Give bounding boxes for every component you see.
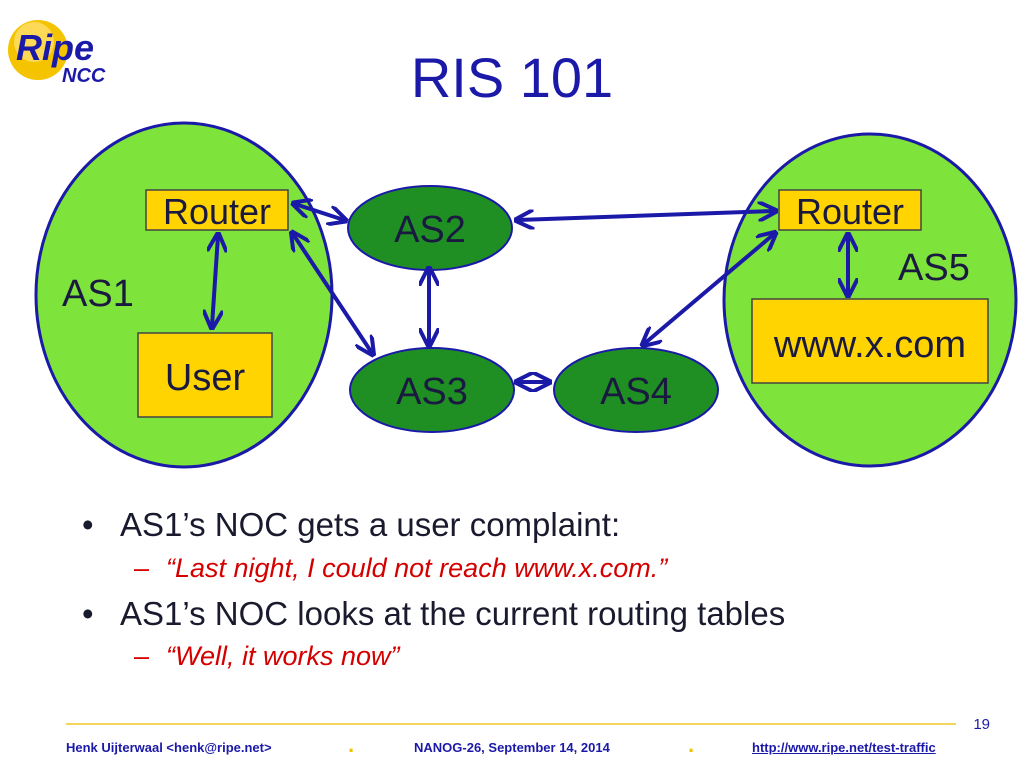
router-right-box [778,189,922,231]
network-diagram: AS1 AS5 Router User Router www.x.com AS2… [34,121,1018,469]
footer-separator: . [348,732,355,757]
user-label: User [165,357,246,399]
as3-label: AS3 [396,371,468,413]
footer-link[interactable]: http://www.ripe.net/test-traffic [752,740,936,755]
page-number: 19 [973,716,990,733]
footer-author: Henk Uijterwaal <henk@ripe.net> [66,740,272,755]
page-title: RIS 101 [410,46,614,109]
footer-event: NANOG-26, September 14, 2014 [414,740,610,755]
as4-label: AS4 [600,371,672,413]
router-left-label: Router [163,191,271,232]
sub-bullet-item: – “Well, it works now” [78,641,1008,672]
sub-bullet-text: “Well, it works now” [166,641,400,672]
bullet-item: • AS1’s NOC gets a user complaint: [78,505,1008,545]
logo-sub: NCC [62,65,106,87]
footer-separator: . [688,732,695,757]
user-box [137,332,273,418]
sub-bullet-text: “Last night, I could not reach www.x.com… [166,552,668,583]
router-left-box [145,189,289,231]
arrow-as4-router-right [644,234,774,344]
www-label: www.x.com [773,324,966,366]
sub-bullet-marker: – [134,641,150,672]
router-right-label: Router [796,191,904,232]
bullet-text: AS1’s NOC gets a user complaint: [120,506,621,543]
ripe-ncc-logo: Ripe NCC [8,20,106,87]
bullet-item: • AS1’s NOC looks at the current routing… [78,594,1008,634]
as2-label: AS2 [394,209,466,251]
www-box [751,298,989,384]
as4-node [553,347,719,433]
arrow-router-user [212,236,218,326]
footer-divider [66,723,956,725]
bullet-text: AS1’s NOC looks at the current routing t… [120,594,786,632]
as5-label: AS5 [898,247,970,289]
as1-label: AS1 [62,273,134,315]
arrow-as2-router-right [518,211,774,220]
sub-bullet-marker: – [134,552,150,583]
sub-bullet-item: – “Last night, I could not reach www.x.c… [78,553,1008,584]
arrow-router-as3 [293,234,372,353]
bullet-marker: • [82,594,94,632]
bullet-list: • AS1’s NOC gets a user complaint: – “La… [78,505,1008,682]
bullet-marker: • [82,506,94,543]
logo-globe-highlight [14,22,54,62]
logo-word: Ripe [16,27,94,68]
arrow-router-as2 [295,204,344,220]
